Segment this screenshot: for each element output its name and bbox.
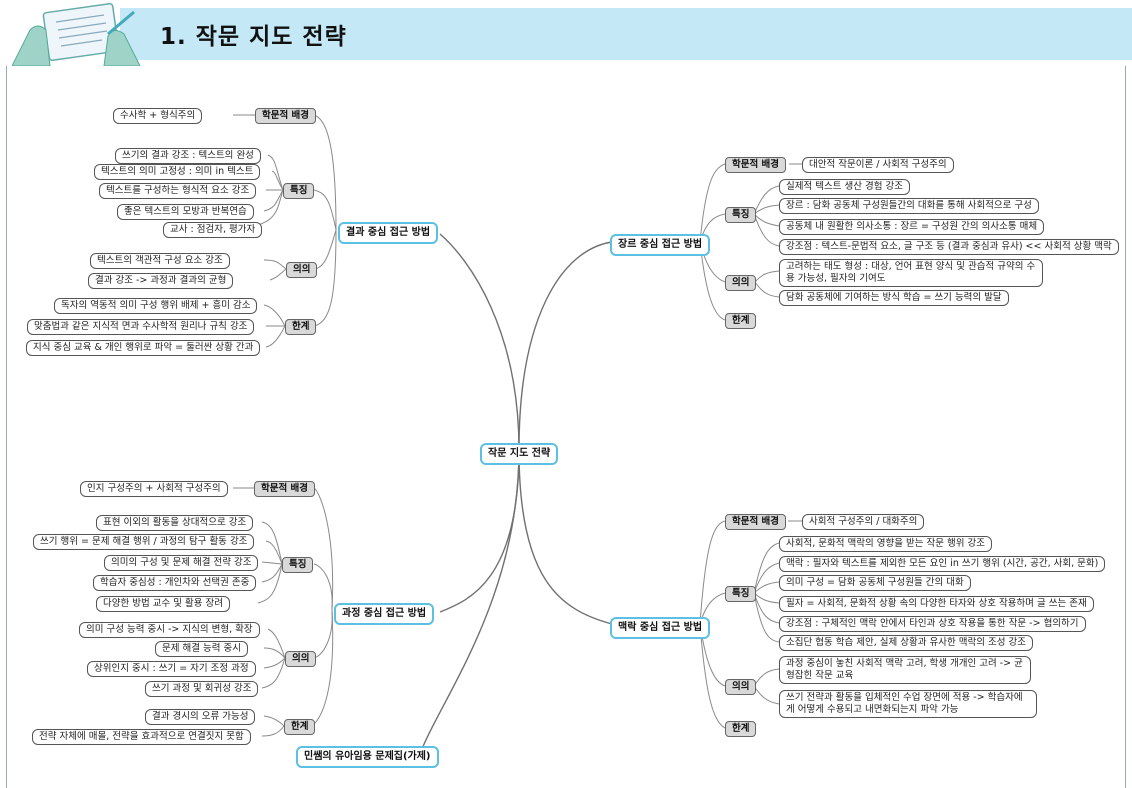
result-feature-item: 쓰기의 결과 강조 : 텍스트의 완성 bbox=[115, 148, 261, 164]
label-result-features: 특징 bbox=[283, 183, 315, 199]
label-process-features: 특징 bbox=[282, 557, 314, 573]
label-result-significance: 의의 bbox=[286, 262, 318, 278]
label-result-background: 학문적 배경 bbox=[255, 108, 317, 124]
label-genre-features: 특징 bbox=[725, 207, 757, 223]
result-limit-item: 독자의 역동적 의미 구성 행위 배제 + 흥미 감소 bbox=[54, 298, 258, 314]
result-feature-item: 교사 : 점검자, 평가자 bbox=[163, 222, 263, 238]
label-result-limits: 한계 bbox=[285, 319, 317, 335]
header-banner: 1. 작문 지도 전략 bbox=[0, 0, 1132, 66]
result-feature-item: 텍스트의 의미 고정성 : 의미 in 텍스트 bbox=[94, 164, 261, 180]
writing-illustration-icon bbox=[12, 3, 141, 66]
process-limit-item: 결과 경시의 오류 가능성 bbox=[145, 709, 256, 725]
label-genre-limits: 한계 bbox=[725, 313, 757, 329]
process-significance-item: 의미 구성 능력 중시 -> 지식의 변형, 확장 bbox=[79, 622, 260, 638]
branch-genre-approach: 장르 중심 접근 방법 bbox=[610, 234, 711, 256]
result-feature-item: 좋은 텍스트의 모방과 반복연습 bbox=[117, 204, 254, 220]
context-feature-item: 의미 구성 = 담화 공동체 구성원들 간의 대화 bbox=[779, 575, 971, 591]
context-background-item: 사회적 구성주의 / 대화주의 bbox=[802, 514, 925, 530]
context-feature-item: 맥락 : 필자와 텍스트를 제외한 모든 요인 in 쓰기 행위 (시간, 공간… bbox=[779, 556, 1106, 572]
genre-feature-item: 공동체 내 원활한 의사소통 : 장르 = 구성원 간의 의사소통 매체 bbox=[779, 219, 1045, 235]
genre-feature-item: 실제적 텍스트 생산 경험 강조 bbox=[779, 179, 910, 195]
result-feature-item: 텍스트를 구성하는 형식적 요소 강조 bbox=[99, 183, 257, 199]
result-significance-item: 결과 강조 -> 과정과 결과의 균형 bbox=[88, 273, 234, 289]
genre-significance-item: 고려하는 태도 형성 : 대상, 언어 표현 양식 및 관습적 규약의 수용 가… bbox=[779, 259, 1043, 287]
context-feature-item: 강조점 : 구체적인 맥락 안에서 타인과 상호 작용을 통한 작문 -> 협의… bbox=[779, 616, 1086, 632]
process-feature-item: 표현 이외의 활동을 상대적으로 강조 bbox=[96, 515, 254, 531]
label-process-background: 학문적 배경 bbox=[254, 481, 316, 497]
process-feature-item: 학습자 중심성 : 개인차와 선택권 존중 bbox=[93, 575, 257, 591]
frame-border-left bbox=[6, 66, 7, 788]
page-title: 1. 작문 지도 전략 bbox=[160, 24, 347, 50]
label-context-significance: 의의 bbox=[725, 679, 757, 695]
genre-background-item: 대안적 작문이론 / 사회적 구성주의 bbox=[802, 157, 954, 173]
branch-process-approach: 과정 중심 접근 방법 bbox=[334, 603, 435, 625]
label-context-background: 학문적 배경 bbox=[725, 514, 787, 530]
genre-feature-item: 강조점 : 텍스트-문법적 요소, 글 구조 등 (결과 중심과 유사) << … bbox=[779, 239, 1119, 255]
result-background-item: 수사학 + 형식주의 bbox=[113, 108, 203, 124]
label-process-significance: 의의 bbox=[285, 651, 317, 667]
label-genre-background: 학문적 배경 bbox=[725, 157, 787, 173]
label-context-features: 특징 bbox=[725, 586, 757, 602]
label-context-limits: 한계 bbox=[725, 721, 757, 737]
process-significance-item: 문제 해결 능력 중시 bbox=[155, 641, 248, 657]
process-background-item: 인지 구성주의 + 사회적 구성주의 bbox=[80, 481, 228, 497]
frame-border-right bbox=[1125, 66, 1126, 788]
result-limit-item: 지식 중심 교육 & 개인 행위로 파악 = 둘러싼 상황 간과 bbox=[26, 340, 261, 356]
context-feature-item: 필자 = 사회적, 문화적 상황 속의 다양한 타자와 상호 작용하며 글 쓰는… bbox=[779, 596, 1094, 612]
result-limit-item: 맞춤법과 같은 지식적 면과 수사학적 원리나 규칙 강조 bbox=[27, 319, 255, 335]
process-significance-item: 상위인지 중시 : 쓰기 = 자기 조정 과정 bbox=[87, 661, 256, 677]
process-feature-item: 쓰기 행위 = 문제 해결 행위 / 과정의 탐구 활동 강조 bbox=[33, 534, 255, 550]
branch-result-approach: 결과 중심 접근 방법 bbox=[338, 222, 439, 244]
context-significance-item: 과정 중심이 놓친 사회적 맥락 고려, 학생 개개인 고려 -> 균형잡힌 작… bbox=[779, 656, 1031, 684]
header-band bbox=[120, 8, 1132, 60]
center-node: 작문 지도 전략 bbox=[480, 443, 559, 465]
process-significance-item: 쓰기 과정 및 회귀성 강조 bbox=[145, 681, 259, 697]
label-process-limits: 한계 bbox=[284, 719, 316, 735]
context-feature-item: 소집단 협동 학습 제안, 실제 상황과 유사한 맥락의 조성 강조 bbox=[779, 635, 1033, 651]
context-feature-item: 사회적, 문화적 맥락의 영향을 받는 작문 행위 강조 bbox=[779, 536, 992, 552]
branch-context-approach: 맥락 중심 접근 방법 bbox=[610, 617, 711, 639]
process-limit-item: 전략 자체에 매몰, 전략을 효과적으로 연결짓지 못함 bbox=[32, 729, 251, 745]
process-feature-item: 다양한 방법 교수 및 활용 장려 bbox=[96, 596, 230, 612]
process-feature-item: 의미의 구성 및 문제 해결 전략 강조 bbox=[104, 555, 259, 571]
genre-feature-item: 장르 : 담화 공동체 구성원들간의 대화를 통해 사회적으로 구성 bbox=[779, 198, 1039, 214]
context-significance-item: 쓰기 전략과 활동을 입체적인 수업 장면에 적용 -> 학습자에게 어떻게 수… bbox=[779, 690, 1037, 718]
footer-label: 민쌤의 유아임용 문제집(가제) bbox=[296, 746, 439, 768]
result-significance-item: 텍스트의 객관적 구성 요소 강조 bbox=[90, 253, 230, 269]
label-genre-significance: 의의 bbox=[725, 275, 757, 291]
genre-significance-item: 담화 공동체에 기여하는 방식 학습 = 쓰기 능력의 발달 bbox=[779, 290, 1009, 306]
